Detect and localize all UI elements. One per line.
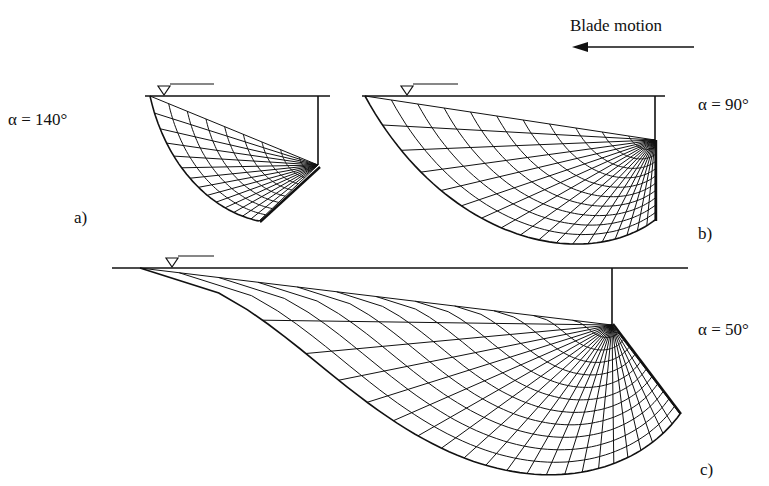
slip-line (365, 96, 655, 244)
slip-line (225, 165, 318, 208)
slip-line (150, 96, 259, 221)
slip-line (243, 134, 291, 190)
water-level-line (413, 83, 458, 84)
panel-label: a) (74, 208, 87, 228)
slip-line (497, 116, 655, 197)
slip-line (167, 143, 318, 165)
slip-line (169, 104, 266, 215)
slip-line (550, 124, 656, 178)
slip-line (219, 278, 669, 450)
ground-and-blades (112, 96, 688, 414)
slip-line (418, 104, 655, 225)
slip-line (391, 100, 655, 235)
slip-line (243, 165, 319, 216)
slip-line (533, 316, 623, 351)
slip-line (259, 165, 318, 221)
blade (655, 140, 657, 221)
angle-label: α = 90° (698, 95, 749, 115)
ground-line (362, 95, 665, 97)
arrow-head (572, 42, 588, 52)
slip-line (140, 268, 680, 475)
slip-line (179, 273, 674, 463)
slip-line (482, 140, 655, 218)
slip-line (258, 282, 663, 437)
slip-line (383, 125, 656, 140)
slip-line-mesh (140, 96, 680, 475)
ground-line (145, 95, 330, 97)
water-level-symbols (158, 84, 458, 267)
arrow-shaft (585, 46, 694, 48)
water-level-line (170, 83, 214, 84)
slip-line (441, 140, 655, 191)
slip-line (415, 301, 640, 387)
water-level-symbol (401, 86, 413, 95)
slip-line (297, 287, 657, 425)
water-level-symbol (158, 86, 170, 95)
slip-line (655, 140, 656, 220)
motion-arrow (572, 42, 694, 52)
slip-line (523, 120, 655, 187)
angle-label: α = 50° (698, 320, 749, 340)
ground-line (112, 267, 688, 269)
panel-label: b) (698, 224, 712, 244)
slip-line (299, 157, 311, 171)
slip-line (251, 165, 318, 219)
slip-line (376, 297, 646, 400)
motion-label: Blade motion (570, 16, 662, 36)
boundary-line (611, 268, 613, 325)
slip-line (455, 306, 635, 375)
slip-line (281, 150, 305, 178)
slip-line (174, 156, 318, 165)
angle-label: α = 140° (8, 110, 67, 130)
slip-line (187, 111, 272, 208)
slip-line (494, 311, 629, 363)
slip-line (337, 292, 652, 413)
slip-line (576, 128, 655, 168)
slip-line (150, 96, 318, 165)
boundary-line (317, 96, 319, 165)
slip-line (647, 140, 655, 226)
slip-line (216, 165, 318, 202)
slip-line (365, 96, 655, 140)
water-level-symbol (166, 258, 178, 267)
panel-label: c) (700, 460, 713, 480)
water-level-line (178, 255, 214, 256)
slip-line (225, 127, 286, 196)
slip-line (471, 112, 656, 206)
slip-line (629, 136, 655, 150)
slip-line (602, 132, 655, 159)
slip-line (444, 108, 655, 216)
boundary-line (654, 96, 656, 140)
slip-line (573, 320, 618, 337)
